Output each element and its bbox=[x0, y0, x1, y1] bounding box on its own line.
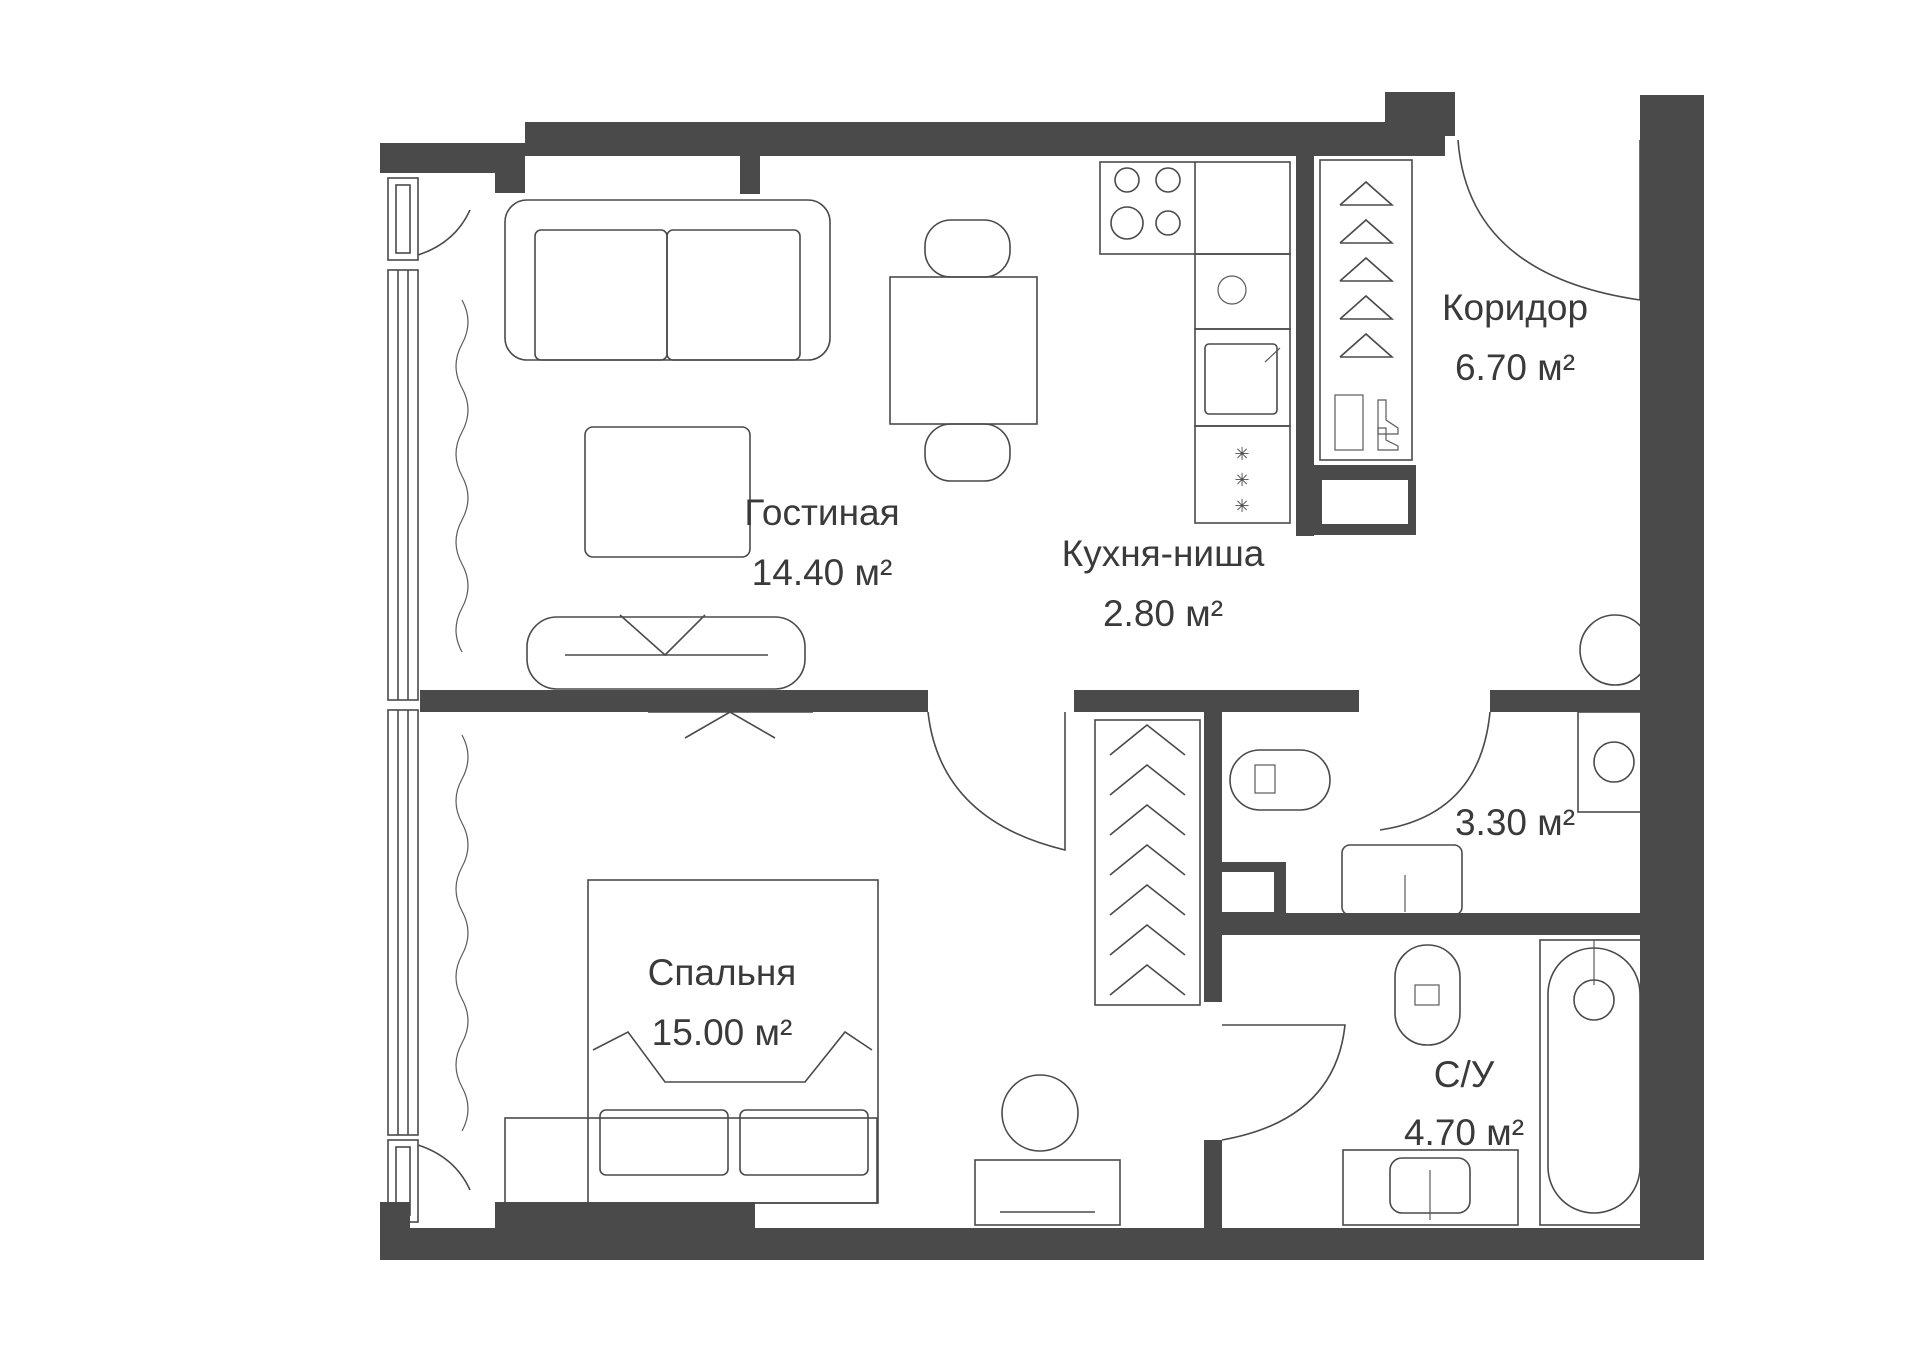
room-labels: Гостиная 14.40 м² Кухня-ниша 2.80 м² Кор… bbox=[648, 287, 1588, 1153]
corridor-wardrobe bbox=[1319, 159, 1413, 461]
bedroom-round-table bbox=[1001, 1074, 1079, 1152]
stove-burner-icon bbox=[1110, 206, 1144, 240]
kitchen-name: Кухня-ниша bbox=[1062, 533, 1265, 574]
fridge-icon: ✳ bbox=[1234, 496, 1249, 517]
wc-sink bbox=[1341, 844, 1463, 916]
bedroom-wardrobe bbox=[1094, 719, 1201, 1006]
kitchen-counter: ✳ ✳ ✳ bbox=[1099, 161, 1291, 524]
coffee-table bbox=[584, 426, 751, 558]
interior-walls bbox=[420, 156, 1655, 1230]
bathroom-name: С/У bbox=[1434, 1054, 1495, 1095]
sofa bbox=[504, 199, 831, 361]
drain-icon bbox=[1573, 979, 1615, 1021]
wc-door[interactable] bbox=[1379, 711, 1491, 831]
living-room-area: 14.40 м² bbox=[752, 552, 893, 593]
window-bays bbox=[387, 177, 471, 1223]
washing-machine-icon bbox=[1593, 741, 1635, 783]
bathroom-door[interactable] bbox=[1221, 1024, 1346, 1141]
washing-machine bbox=[1577, 711, 1651, 813]
bed bbox=[504, 879, 879, 1204]
tv-wall-mount bbox=[648, 711, 813, 739]
fridge-icon: ✳ bbox=[1234, 470, 1249, 491]
chest-of-drawers bbox=[974, 1159, 1121, 1226]
stove-burner-icon bbox=[1114, 167, 1140, 193]
bedroom-area: 15.00 м² bbox=[652, 1012, 793, 1053]
kitchen-area: 2.80 м² bbox=[1103, 593, 1223, 634]
bathroom-area: 4.70 м² bbox=[1404, 1112, 1524, 1153]
wc-area: 3.30 м² bbox=[1455, 802, 1575, 843]
stove-burner-icon bbox=[1155, 210, 1181, 236]
stove-burner-icon bbox=[1155, 167, 1181, 193]
living-room-name: Гостиная bbox=[744, 492, 899, 533]
bedroom-name: Спальня bbox=[648, 952, 797, 993]
dishwasher-icon bbox=[1217, 275, 1247, 305]
bathtub bbox=[1539, 939, 1649, 1226]
entry-door[interactable] bbox=[1457, 139, 1641, 301]
dining-table bbox=[889, 219, 1038, 482]
corridor-area: 6.70 м² bbox=[1455, 347, 1575, 388]
bedroom-door[interactable] bbox=[927, 711, 1066, 852]
corridor-round-table bbox=[1579, 614, 1651, 686]
faucet-icon bbox=[1264, 347, 1281, 363]
tv-stand bbox=[526, 614, 806, 690]
corridor-name: Коридор bbox=[1442, 287, 1588, 328]
fridge-icon: ✳ bbox=[1234, 444, 1249, 465]
exterior-walls bbox=[380, 92, 1704, 1260]
wc-toilet bbox=[1229, 749, 1331, 811]
bathroom-sink bbox=[1342, 1149, 1519, 1226]
curtains bbox=[455, 299, 469, 1132]
bathroom-toilet bbox=[1394, 944, 1461, 1046]
